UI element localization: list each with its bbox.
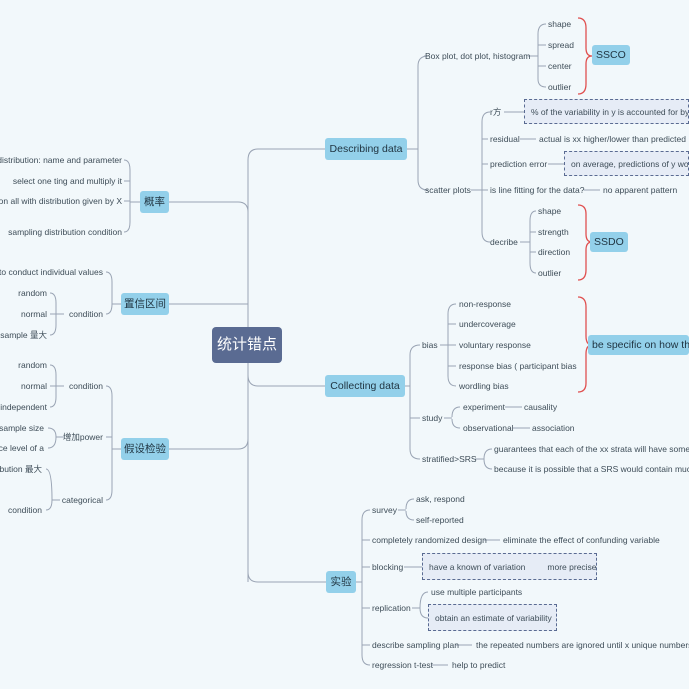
note-r2[interactable]: % of the variability in y is accounted f…	[524, 99, 689, 124]
node-prediction-error[interactable]: prediction error	[490, 159, 548, 169]
node-response-bias[interactable]: response bias ( participant bias	[459, 361, 577, 371]
node-experiment[interactable]: experiment	[463, 402, 506, 412]
topic-collecting-data[interactable]: Collecting data	[325, 375, 405, 397]
node-shape[interactable]: shape	[548, 19, 572, 29]
node-replication[interactable]: replication	[372, 603, 411, 613]
node-sampling-dist-cond[interactable]: sampling distribution condition	[8, 227, 122, 237]
node-center[interactable]: center	[548, 61, 572, 71]
node-ci-sample[interactable]: sample 量大	[0, 330, 47, 340]
topic-zhixin[interactable]: 置信区间	[121, 293, 169, 315]
node-conduct-individual[interactable]: e to conduct individual values	[0, 267, 103, 277]
node-ask-respond[interactable]: ask, respond	[416, 494, 465, 504]
node-direction[interactable]: direction	[538, 247, 571, 257]
note-no-pattern[interactable]: no apparent pattern	[603, 185, 678, 195]
node-multiple-participants[interactable]: use multiple participants	[431, 587, 523, 597]
node-ht-random[interactable]: random	[18, 360, 47, 370]
root-topic[interactable]: 统计错点	[212, 327, 282, 363]
topic-describing-data[interactable]: Describing data	[325, 138, 407, 160]
node-bias[interactable]: bias	[422, 340, 438, 350]
topic-jiashe[interactable]: 假设检验	[121, 438, 169, 460]
node-sampling-plan[interactable]: describe sampling plan	[372, 640, 459, 650]
node-undercoverage[interactable]: undercoverage	[459, 319, 516, 329]
node-sample-size[interactable]: 加sample size	[0, 423, 44, 433]
node-select-one[interactable]: select one ting and multiply it	[12, 176, 122, 186]
node-line-fitting[interactable]: is line fitting for the data?	[490, 185, 585, 195]
node-ci-random[interactable]: random	[18, 288, 47, 298]
node-residual[interactable]: residual	[490, 134, 520, 144]
node-crd[interactable]: completely randomized design	[372, 535, 487, 545]
node-strength[interactable]: strength	[538, 227, 569, 237]
node-decribe[interactable]: decribe	[490, 237, 518, 247]
node-wordling-bias[interactable]: wordling bias	[459, 381, 509, 391]
node-increase-power[interactable]: 增加power	[62, 432, 103, 442]
node-spread[interactable]: spread	[548, 40, 574, 50]
node-association[interactable]: association	[532, 423, 575, 433]
summary-ssdo[interactable]: SSDO	[590, 232, 628, 252]
node-study[interactable]: study	[422, 413, 443, 423]
node-observational[interactable]: observational	[463, 423, 514, 433]
node-shape-2[interactable]: shape	[538, 206, 562, 216]
node-regression[interactable]: regression t-test	[372, 660, 433, 670]
node-ion-all[interactable]: ion all with distribution given by X	[0, 196, 122, 206]
topic-gailv[interactable]: 概率	[140, 191, 169, 213]
node-categorical[interactable]: categorical	[61, 495, 103, 505]
node-ht-condition[interactable]: condition	[68, 381, 103, 391]
node-self-reported[interactable]: self-reported	[416, 515, 464, 525]
topic-shiyan[interactable]: 实验	[326, 571, 356, 593]
node-strat-because[interactable]: because it is possible that a SRS would …	[494, 464, 689, 474]
node-causality[interactable]: causality	[524, 402, 558, 412]
node-box-plot[interactable]: Box plot, dot plot, histogram	[425, 51, 531, 61]
note-regression[interactable]: help to predict	[452, 660, 506, 670]
node-scatter-plots[interactable]: scatter plots	[425, 185, 471, 195]
node-outlier-2[interactable]: outlier	[538, 268, 562, 278]
node-ht-independent[interactable]: independent	[0, 402, 47, 412]
node-ht-normal[interactable]: normal	[21, 381, 47, 391]
note-prediction-error[interactable]: on average, predictions of y wou	[564, 151, 689, 176]
node-non-response[interactable]: non-response	[459, 299, 511, 309]
note-residual[interactable]: actual is xx higher/lower than predicted	[539, 134, 686, 144]
node-survey[interactable]: survey	[372, 505, 398, 515]
note-variability[interactable]: obtain an estimate of variability	[428, 604, 557, 631]
node-outlier[interactable]: outlier	[548, 82, 572, 92]
node-r2[interactable]: r方	[490, 107, 502, 117]
summary-ssco[interactable]: SSCO	[592, 45, 630, 65]
node-ci-condition[interactable]: condition	[68, 309, 103, 319]
node-blocking[interactable]: blocking	[372, 562, 404, 572]
node-strat-guarantees[interactable]: guarantees that each of the xx strata wi…	[494, 444, 689, 454]
node-distribution-name[interactable]: distribution: name and parameter	[0, 155, 122, 165]
note-crd[interactable]: eliminate the effect of confunding varia…	[503, 535, 660, 545]
note-sampling-plan[interactable]: the repeated numbers are ignored until x…	[476, 640, 689, 650]
node-cat-condition[interactable]: condition	[7, 505, 42, 515]
node-stratified[interactable]: stratified>SRS	[422, 454, 477, 464]
node-ci-normal[interactable]: normal	[21, 309, 47, 319]
node-voluntary-response[interactable]: voluntary response	[459, 340, 531, 350]
node-confidence-level[interactable]: nce level of a	[0, 443, 44, 453]
node-distribution-max[interactable]: ribution 最大	[0, 464, 42, 474]
summary-be-specific[interactable]: be specific on how th	[588, 335, 689, 355]
